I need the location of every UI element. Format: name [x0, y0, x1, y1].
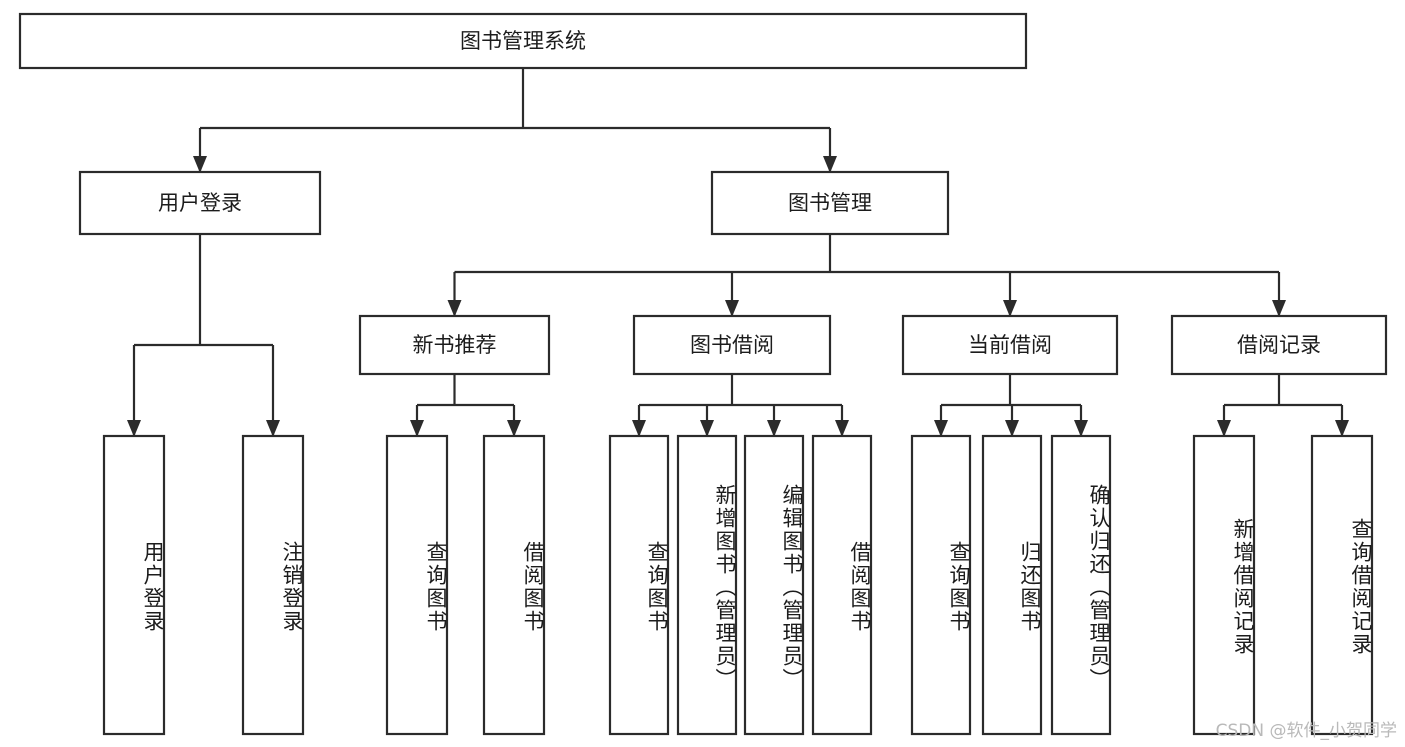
arrow-head-icon	[1272, 300, 1286, 317]
arrow-head-icon	[725, 300, 739, 317]
root-node-box[interactable]	[18, 12, 1028, 70]
level3-node-box-3[interactable]	[1170, 314, 1388, 376]
root-node-label: 图书管理系统	[460, 29, 586, 53]
level3-node-box-2[interactable]	[901, 314, 1119, 376]
level3-node-box-0[interactable]	[358, 314, 551, 376]
arrow-head-icon	[700, 420, 714, 437]
level3-node-label-1: 图书借阅	[690, 333, 774, 357]
arrow-head-icon	[127, 420, 141, 437]
leaf-node-box-12[interactable]	[1310, 434, 1374, 736]
leaf-node-box-2[interactable]	[385, 434, 449, 736]
connector-layer	[127, 68, 1349, 437]
leaf-node-box-8[interactable]	[910, 434, 972, 736]
level3-node-box-1[interactable]	[632, 314, 832, 376]
arrow-head-icon	[632, 420, 646, 437]
arrow-head-icon	[1335, 420, 1349, 437]
leaf-node-box-7[interactable]	[811, 434, 873, 736]
leaf-node-box-0[interactable]	[102, 434, 166, 736]
leaf-node-box-11[interactable]	[1192, 434, 1256, 736]
leaf-node-box-3[interactable]	[482, 434, 546, 736]
watermark: CSDN @软件_小贺同学	[1215, 721, 1397, 741]
arrow-head-icon	[410, 420, 424, 437]
arrow-head-icon	[266, 420, 280, 437]
leaf-node-box-10[interactable]	[1050, 434, 1112, 736]
arrow-head-icon	[1074, 420, 1088, 437]
arrow-head-icon	[835, 420, 849, 437]
arrow-head-icon	[507, 420, 521, 437]
leaf-node-box-5[interactable]	[676, 434, 738, 736]
leaf-node-box-4[interactable]	[608, 434, 670, 736]
arrow-head-icon	[1217, 420, 1231, 437]
arrow-head-icon	[1003, 300, 1017, 317]
level2-node-label-1: 图书管理	[788, 191, 872, 215]
arrow-head-icon	[934, 420, 948, 437]
level3-node-label-3: 借阅记录	[1237, 333, 1321, 357]
level3-node-label-0: 新书推荐	[413, 333, 497, 357]
arrow-head-icon	[1005, 420, 1019, 437]
node-box-layer	[18, 12, 1388, 736]
arrow-head-icon	[447, 300, 462, 317]
level3-node-label-2: 当前借阅	[968, 333, 1052, 357]
level2-node-box-1[interactable]	[710, 170, 950, 236]
level2-node-label-0: 用户登录	[158, 191, 242, 215]
level2-node-box-0[interactable]	[78, 170, 322, 236]
arrow-head-icon	[823, 156, 837, 173]
leaf-node-box-9[interactable]	[981, 434, 1043, 736]
arrow-head-icon	[193, 156, 207, 173]
arrow-head-icon	[767, 420, 781, 437]
leaf-node-box-1[interactable]	[241, 434, 305, 736]
leaf-node-box-6[interactable]	[743, 434, 805, 736]
